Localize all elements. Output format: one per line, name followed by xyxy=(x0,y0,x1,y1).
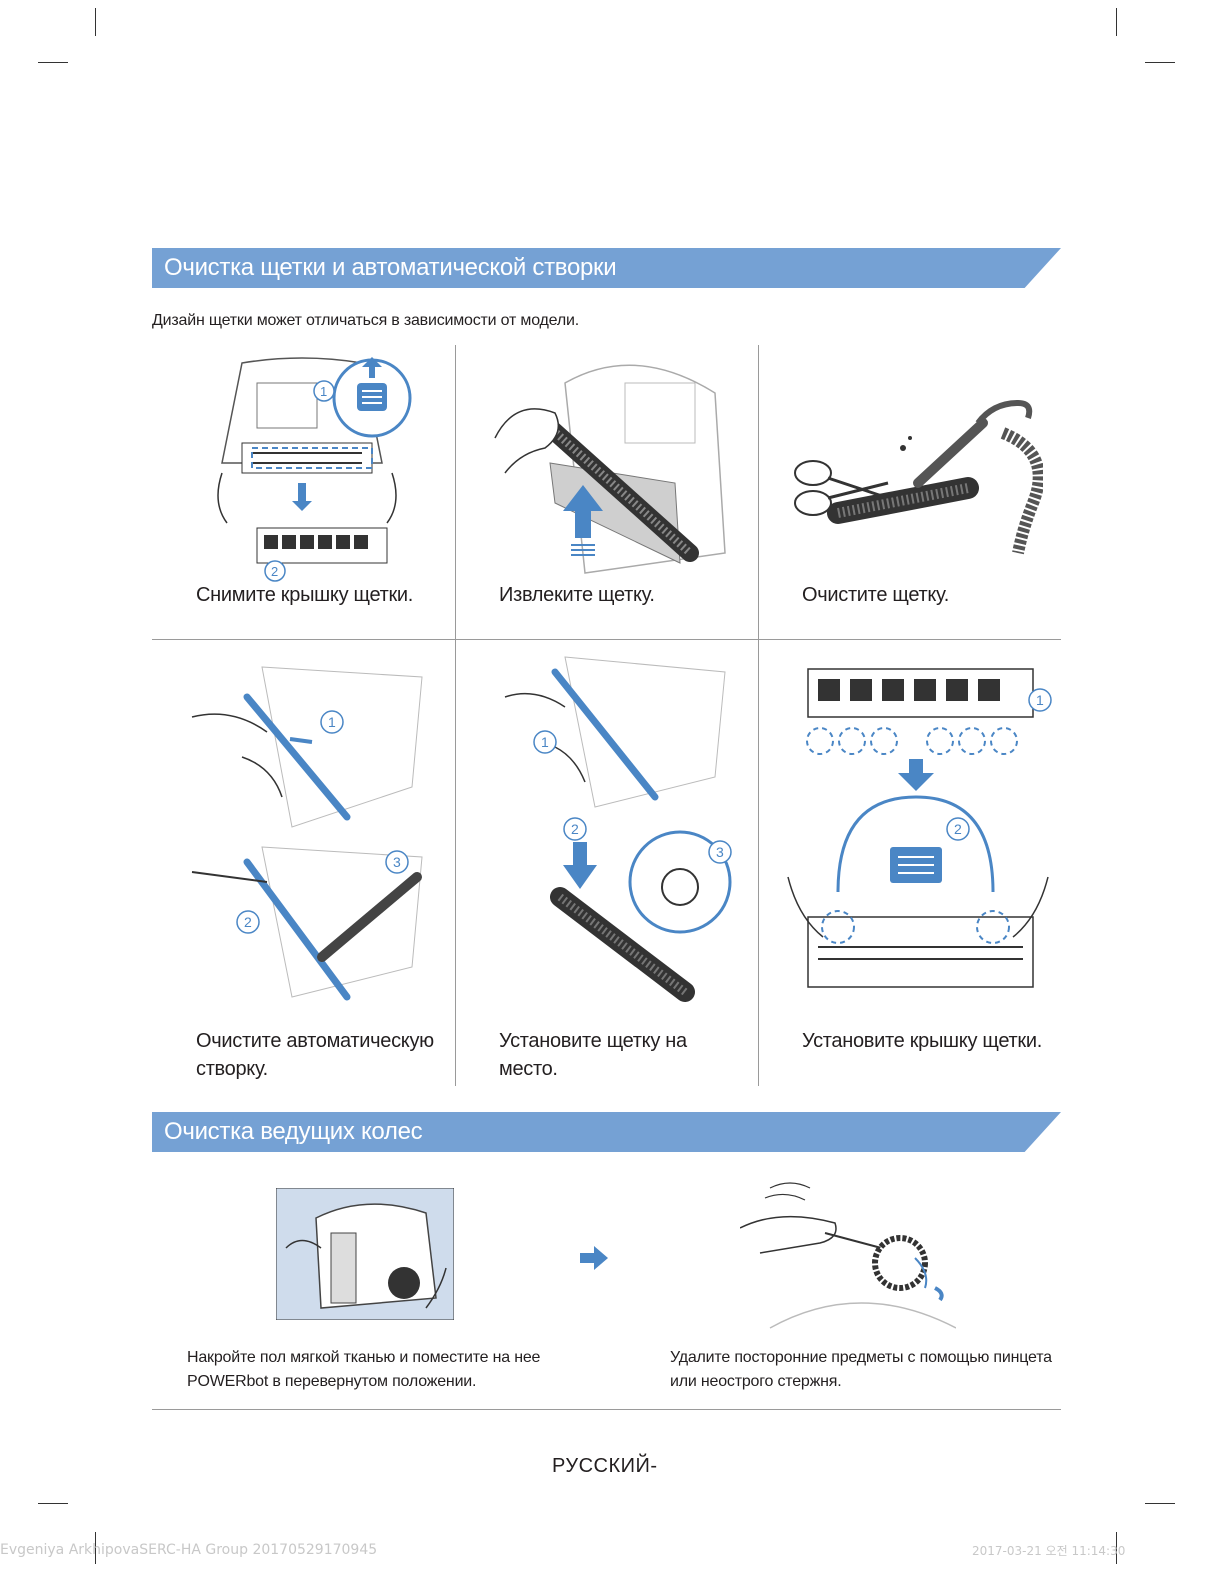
crop-mark xyxy=(1116,8,1117,36)
step-caption: Очистите автоматическую створку. xyxy=(196,1027,446,1083)
remove-brush-illustration xyxy=(475,353,740,583)
step-marker: 3 xyxy=(716,844,724,860)
step-marker: 1 xyxy=(1036,692,1044,708)
arrow-right-icon xyxy=(580,1246,608,1270)
wheel-cloth-illustration xyxy=(276,1188,454,1320)
crop-mark xyxy=(1145,62,1175,63)
step-install-cover: 1 2 Установите крышку щетки. xyxy=(758,639,1061,1086)
step-marker: 2 xyxy=(954,821,962,837)
print-date: 2017-03-21 오전 11:14:30 xyxy=(972,1542,1125,1559)
step-caption: Извлеките щетку. xyxy=(499,581,655,609)
crop-mark xyxy=(38,1503,68,1504)
crop-mark xyxy=(95,8,96,36)
clean-flap-illustration: 1 2 3 xyxy=(172,647,437,1007)
step-caption: Установите щетку на место. xyxy=(499,1027,749,1083)
step-marker: 1 xyxy=(320,384,327,399)
step-caption: Очистите щетку. xyxy=(802,581,949,609)
step-marker: 1 xyxy=(328,714,336,730)
section-banner-wheels: Очистка ведущих колес xyxy=(152,1112,1061,1152)
step-marker: 2 xyxy=(271,564,278,579)
clean-brush-illustration xyxy=(778,353,1043,583)
step-remove-cover: 1 2 Снимите крышку щетки. xyxy=(152,345,455,639)
step-clean-brush: Очистите щетку. xyxy=(758,345,1061,639)
remove-cover-illustration: 1 2 xyxy=(172,353,437,583)
step-caption: Снимите крышку щетки. xyxy=(196,581,413,609)
step-marker: 1 xyxy=(541,734,549,750)
page-language-label: РУССКИЙ- xyxy=(552,1455,658,1478)
step-caption: Установите крышку щетки. xyxy=(802,1027,1052,1055)
crop-mark xyxy=(38,62,68,63)
section-title: Очистка щетки и автоматической створки xyxy=(164,254,616,282)
step-install-brush: 1 2 3 Установите щетку на место. xyxy=(455,639,758,1086)
step-marker: 3 xyxy=(393,854,401,870)
install-brush-illustration: 1 2 3 xyxy=(475,647,740,1007)
install-cover-illustration: 1 2 xyxy=(778,647,1058,1007)
step-remove-brush: Извлеките щетку. xyxy=(455,345,758,639)
file-info: Evgeniya ArkhipovaSERC-HA Group 20170529… xyxy=(0,1542,377,1558)
wheel-step-text: Удалите посторонние предметы с помощью п… xyxy=(670,1346,1060,1394)
model-note: Дизайн щетки может отличаться в зависимо… xyxy=(152,312,579,330)
step-marker: 2 xyxy=(571,821,579,837)
wheel-step-text: Накройте пол мягкой тканью и поместите н… xyxy=(187,1346,567,1394)
step-clean-flap: 1 2 3 Очистите автоматическую створку. xyxy=(152,639,455,1086)
section-banner-brush: Очистка щетки и автоматической створки xyxy=(152,248,1061,288)
crop-mark xyxy=(1145,1503,1175,1504)
bottom-rule xyxy=(152,1409,1061,1410)
wheel-tweezers-illustration xyxy=(740,1178,956,1330)
section-title: Очистка ведущих колес xyxy=(164,1118,422,1146)
step-marker: 2 xyxy=(244,914,252,930)
brush-steps-grid: 1 2 Снимите крышку щетки. Извлеките щетк… xyxy=(152,345,1061,1086)
